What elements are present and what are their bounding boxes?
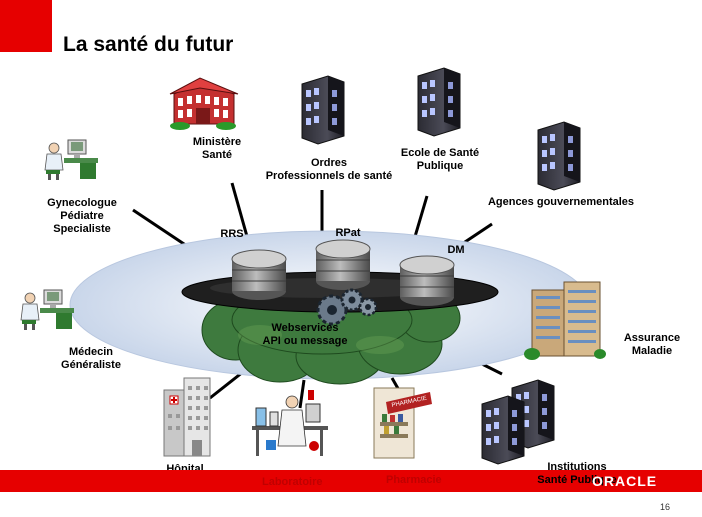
pharmacy-icon: PHARMACIE — [373, 387, 432, 459]
gyneco-label: Gynecologue Pédiatre Specialiste — [47, 197, 117, 235]
medecin-label: Médecin Généraliste — [61, 346, 121, 371]
database-icon-rpat — [315, 239, 371, 291]
rpat-label: RPat — [335, 227, 361, 239]
office-building-icon-ordres — [301, 75, 345, 145]
office-building-icon-agences — [537, 121, 581, 191]
red-accent-block — [0, 0, 52, 52]
lab-scientist-icon — [252, 390, 328, 456]
ecole-label: Ecole de Santé Publique — [400, 147, 480, 172]
ordres-label: Ordres Professionnels de santé — [265, 157, 393, 182]
dm-label: DM — [447, 244, 465, 256]
institutions-label: Institutions Santé Publique — [537, 461, 617, 486]
database-icon-rrs — [231, 249, 287, 301]
database-icon-dm — [399, 255, 455, 307]
cloud-highlights — [238, 325, 404, 354]
oracle-logo: ORACLE — [592, 473, 658, 489]
footer-bar — [0, 470, 702, 492]
insurance-building-icon — [524, 281, 606, 360]
office-buildings-icon-institutions — [481, 379, 555, 465]
architecture-diagram: PHARMACIE — [20, 67, 606, 465]
page-number: 16 — [660, 502, 671, 512]
slide-title: La santé du futur — [63, 33, 234, 56]
rrs-label: RRS — [220, 228, 244, 240]
doctor-at-computer-icon-medecin — [20, 289, 75, 331]
doctor-at-computer-icon-gyneco — [44, 139, 99, 181]
agences-label: Agences gouvernementales — [487, 196, 635, 208]
hospital-building-icon — [163, 377, 211, 457]
assurance-label: Assurance Maladie — [623, 332, 681, 357]
ministere-label: Ministère Santé — [192, 136, 242, 161]
webservices-label: Webservices API ou message — [262, 322, 348, 347]
office-building-icon-ecole — [417, 67, 461, 137]
laboratoire-label: Laboratoire — [262, 476, 323, 488]
pharmacie-label: Pharmacie — [386, 474, 442, 486]
government-building-icon — [169, 77, 239, 130]
gears-icon — [316, 288, 378, 326]
